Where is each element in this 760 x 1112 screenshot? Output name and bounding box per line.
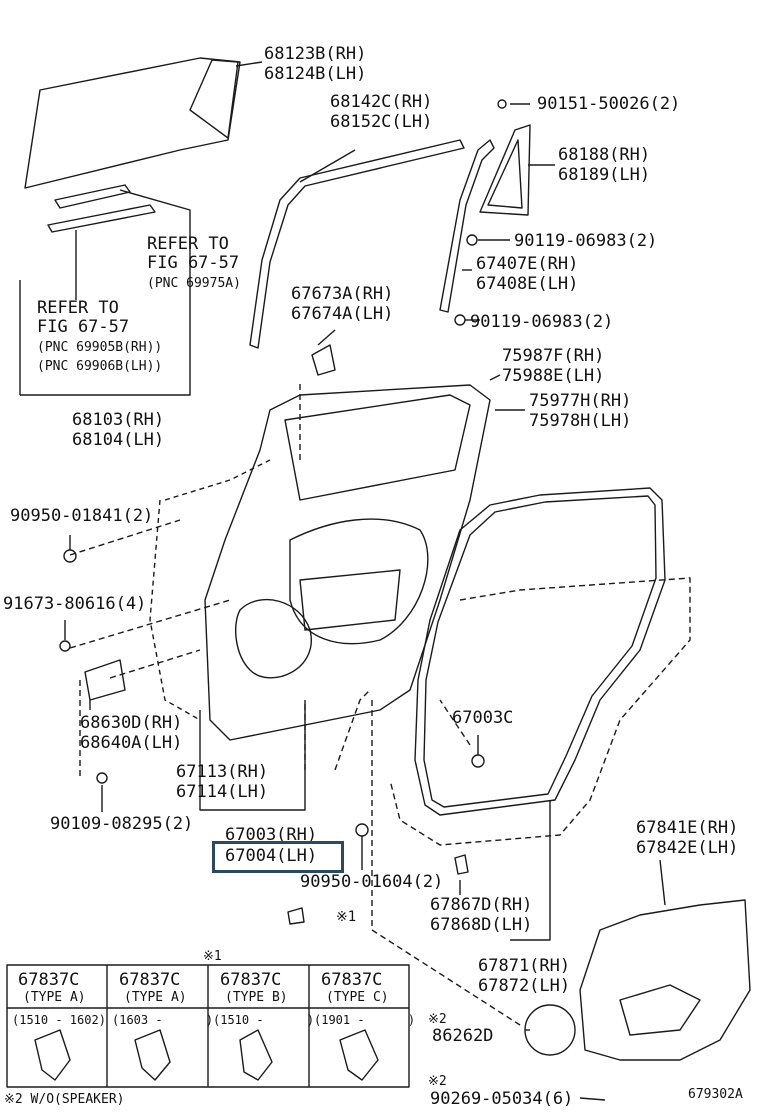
part-rh: 68188(RH) [558,145,651,165]
label-90119-b: 90119-06983(2) [470,312,614,332]
refer-pnc-rh: (PNC 69905B(RH)) [37,340,163,355]
marker-star2-b: ※2 [428,1074,447,1089]
part-lh: 75978H(LH) [529,411,632,431]
part-rh: 67407E(RH) [476,254,579,274]
door-weatherstrip [249,139,465,349]
refer-line: REFER TO [37,298,119,318]
service-hole-cover [579,899,751,1061]
speaker-cover [524,1004,576,1056]
label-67673a: 67673A(RH) 67674A(LH) [291,284,393,324]
part-rh: 68630D(RH) [80,713,183,733]
refer-note-69905: REFER TO FIG 67-57 (PNC 69905B(RH)) (PNC… [37,299,162,375]
label-67003c: 67003C [452,708,514,728]
label-68123b: 68123B(RH) 68124B(LH) [264,44,366,84]
part-rh: 68142C(RH) [330,92,433,112]
figure-id: 679302A [688,1087,743,1102]
part-lh: 67872(LH) [478,976,571,996]
label-68630d: 68630D(RH) 68640A(LH) [80,713,182,753]
part-lh: 68104(LH) [72,430,165,450]
refer-fig: FIG 67-57 [147,253,240,273]
part-lh: 68189(LH) [558,165,651,185]
refer-pnc: (PNC 69975A) [147,276,241,291]
part-lh: 67674A(LH) [291,304,394,324]
glass-run-upper [54,184,131,209]
part-rh: 67871(RH) [478,956,571,976]
label-67867d: 67867D(RH) 67868D(LH) [430,895,532,935]
marker-star2-a: ※2 [428,1012,447,1027]
table-part-1: 67837C [18,970,80,990]
label-90269: 90269-05034(6) [430,1089,574,1109]
table-part-2: 67837C [119,970,181,990]
part-rh: 67113(RH) [176,762,269,782]
marker-star1: ※1 [336,909,357,925]
label-86262d: 86262D [432,1026,494,1046]
label-75987f: 75987F(RH) 75988E(LH) [502,346,604,386]
part-rh: 75977H(RH) [529,391,632,411]
table-type-1: (TYPE A) [23,990,86,1005]
part-lh: 67114(LH) [176,782,269,802]
table-range-4: (1901 - ) [314,1013,416,1027]
label-67003-rh: 67003(RH) [225,825,318,845]
table-range-1: (1510 - 1602) [12,1013,106,1027]
refer-pnc-lh: (PNC 69906B(LH)) [37,359,163,374]
part-lh: 67408E(LH) [476,274,579,294]
label-90119-a: 90119-06983(2) [514,231,658,251]
part-lh: 68124B(LH) [264,64,367,84]
division-bar [439,139,495,313]
label-67841e: 67841E(RH) 67842E(LH) [636,818,738,858]
label-68142c: 68142C(RH) 68152C(LH) [330,92,432,132]
door-glass [24,57,241,189]
label-67871: 67871(RH) 67872(LH) [478,956,570,996]
table-marker-star1: ※1 [203,949,222,964]
part-rh: 67867D(RH) [430,895,533,915]
table-range-3: (1510 - ) [213,1013,315,1027]
table-type-4: (TYPE C) [326,990,389,1005]
part-rh: 67673A(RH) [291,284,394,304]
footnote: ※2 W/O(SPEAKER) [4,1092,125,1107]
label-68188: 68188(RH) 68189(LH) [558,145,650,185]
label-68103: 68103(RH) 68104(LH) [72,410,164,450]
table-range-2: (1603 - ) [112,1013,214,1027]
part-rh: 75987F(RH) [502,346,605,366]
label-91673: 91673-80616(4) [3,594,147,614]
label-67407e: 67407E(RH) 67408E(LH) [476,254,578,294]
label-90950-b: 90950-01604(2) [300,872,444,892]
clip-table-grid [6,964,410,1088]
refer-fig: FIG 67-57 [37,317,130,337]
table-part-3: 67837C [220,970,282,990]
refer-line: REFER TO [147,234,229,254]
door-outer-panel [204,384,491,741]
part-rh: 68123B(RH) [264,44,367,64]
label-90950-a: 90950-01841(2) [10,506,154,526]
door-hinge [84,659,126,701]
quarter-glass [189,59,239,139]
part-lh: 67842E(LH) [636,838,739,858]
part-lh: 68152C(LH) [330,112,433,132]
table-type-3: (TYPE B) [225,990,288,1005]
table-type-2: (TYPE A) [124,990,187,1005]
label-90109: 90109-08295(2) [50,814,194,834]
part-lh: 67868D(LH) [430,915,533,935]
highlight-box [212,841,344,873]
glass-run-lower [47,204,156,233]
table-part-4: 67837C [321,970,383,990]
part-rh: 68103(RH) [72,410,165,430]
label-90151: 90151-50026(2) [537,94,681,114]
door-seal [414,487,666,816]
part-lh: 68640A(LH) [80,733,183,753]
refer-note-69975: REFER TO FIG 67-57 (PNC 69975A) [147,235,241,292]
part-rh: 67841E(RH) [636,818,739,838]
quarter-window-frame [479,124,531,216]
label-67113: 67113(RH) 67114(LH) [176,762,268,802]
label-67004-lh: 67004(LH) [225,846,318,866]
part-lh: 75988E(LH) [502,366,605,386]
label-75977h: 75977H(RH) 75978H(LH) [529,391,631,431]
